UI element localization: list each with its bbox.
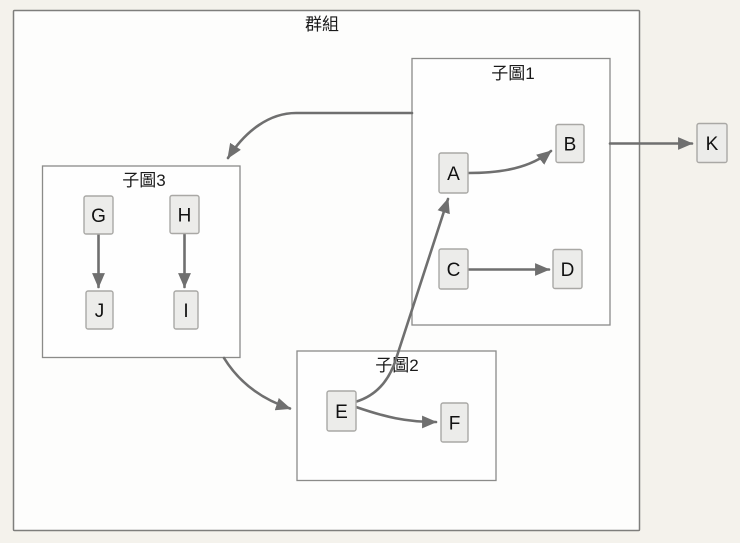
node-G-label: G [91,206,106,227]
subgraph1-title: 子圖1 [491,64,534,83]
node-C [438,248,469,290]
node-A-label: A [447,164,460,185]
node-J-label: J [95,301,105,322]
node-F-label: F [449,414,461,435]
subgraph2-title: 子圖2 [375,356,418,375]
edge-E-A [353,197,450,404]
node-H [169,194,200,235]
edge-subgraph3-subgraph2 [222,356,292,411]
node-J [85,290,114,330]
node-K-label: K [706,134,719,155]
node-H-label: H [178,206,192,227]
group-title: 群組 [305,15,339,34]
node-E-label: E [335,402,348,423]
edge-subgraph1-subgraph3 [226,111,414,160]
node-K [696,122,728,164]
node-F [440,402,469,443]
node-B-label: B [564,135,577,156]
subgraph3-box [41,165,241,359]
node-A [438,152,469,194]
node-E [326,390,357,432]
subgraph3-title: 子圖3 [122,171,165,190]
node-D-label: D [561,260,575,281]
edge-E-F [354,405,438,429]
node-B [555,123,585,164]
node-I [173,290,199,330]
node-G [83,195,114,235]
edge-A-B [466,149,553,175]
node-D [552,248,583,290]
node-C-label: C [447,260,461,281]
node-I-label: I [183,301,188,322]
